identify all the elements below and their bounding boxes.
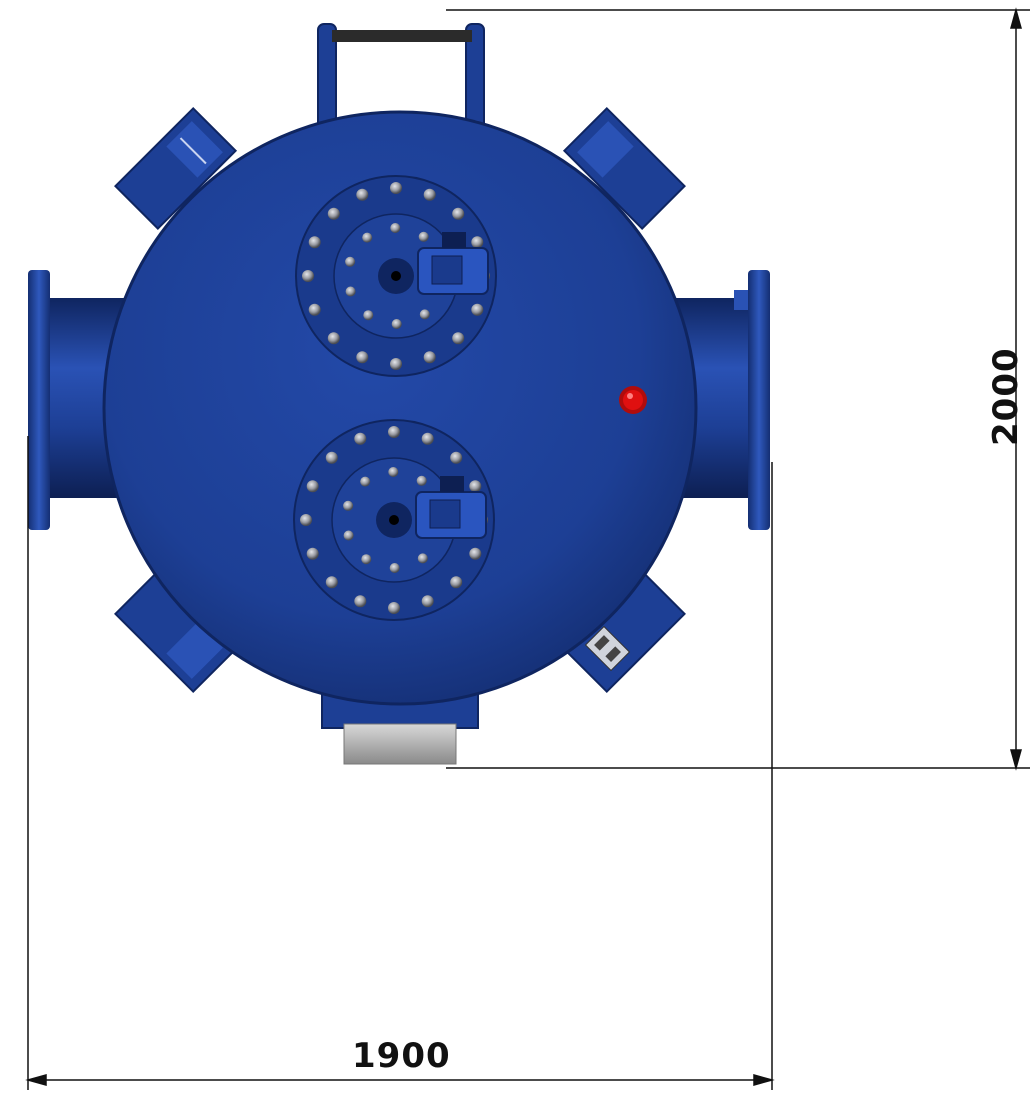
connector-icon bbox=[584, 625, 631, 672]
bolt bbox=[423, 188, 436, 201]
dimension-width-label: 1900 bbox=[352, 1036, 451, 1076]
valve-center bbox=[389, 515, 399, 525]
bolt bbox=[450, 451, 463, 464]
bolt bbox=[417, 553, 428, 564]
bolt bbox=[390, 182, 402, 194]
bolt bbox=[343, 500, 354, 511]
bolt bbox=[419, 309, 430, 320]
bolt bbox=[423, 351, 436, 364]
bolt bbox=[388, 426, 400, 438]
motor-icon bbox=[415, 476, 487, 539]
dimension-height-label: 2000 bbox=[986, 347, 1026, 446]
bolt bbox=[390, 358, 402, 370]
bolt bbox=[327, 332, 340, 345]
arrowhead-up bbox=[1010, 7, 1022, 29]
bolt bbox=[300, 514, 312, 526]
arm-bottom-right bbox=[562, 570, 686, 694]
bolt bbox=[361, 554, 372, 565]
bolt bbox=[471, 236, 484, 249]
bolt bbox=[390, 223, 401, 233]
bolt bbox=[450, 576, 463, 589]
bolt bbox=[356, 188, 369, 201]
bolt bbox=[452, 332, 465, 345]
dimension-lines bbox=[25, 7, 1030, 1090]
bolt bbox=[325, 576, 338, 589]
bolt bbox=[325, 451, 338, 464]
bolt bbox=[471, 303, 484, 316]
arm-top-right bbox=[562, 106, 686, 230]
valve-center bbox=[391, 271, 401, 281]
bolt bbox=[308, 236, 321, 249]
motor-icon bbox=[417, 232, 489, 295]
bolt bbox=[362, 232, 373, 243]
bolt bbox=[354, 595, 367, 608]
bolt bbox=[469, 480, 482, 493]
bolt bbox=[354, 432, 367, 445]
right-flange bbox=[748, 270, 770, 530]
arrowhead-right bbox=[753, 1074, 775, 1086]
bolt bbox=[469, 547, 482, 560]
bolt bbox=[302, 270, 314, 282]
valve-icon bbox=[295, 175, 497, 377]
bolt bbox=[327, 207, 340, 220]
arm-top-left bbox=[114, 106, 238, 230]
bolt bbox=[356, 351, 369, 364]
bolt bbox=[306, 480, 319, 493]
bolt bbox=[306, 547, 319, 560]
left-flange bbox=[28, 270, 50, 530]
main-body-disc bbox=[102, 110, 698, 706]
bolt bbox=[452, 207, 465, 220]
bolt bbox=[360, 476, 371, 487]
bolt bbox=[363, 310, 374, 321]
bolt bbox=[421, 595, 434, 608]
bolt bbox=[416, 475, 427, 486]
bolt bbox=[388, 467, 399, 477]
arrowhead-left bbox=[25, 1074, 47, 1086]
indicator-light-icon bbox=[619, 386, 647, 414]
bolt bbox=[343, 530, 354, 541]
bolt bbox=[421, 432, 434, 445]
bolt bbox=[345, 256, 356, 267]
valve-icon bbox=[293, 419, 495, 621]
bolt bbox=[418, 231, 429, 242]
bolt bbox=[388, 602, 400, 614]
bolt bbox=[389, 563, 400, 573]
bolt bbox=[391, 319, 402, 329]
bolt bbox=[308, 303, 321, 316]
bolt bbox=[345, 286, 356, 297]
arrowhead-down bbox=[1010, 749, 1022, 771]
grey-terminal-box bbox=[343, 723, 457, 765]
